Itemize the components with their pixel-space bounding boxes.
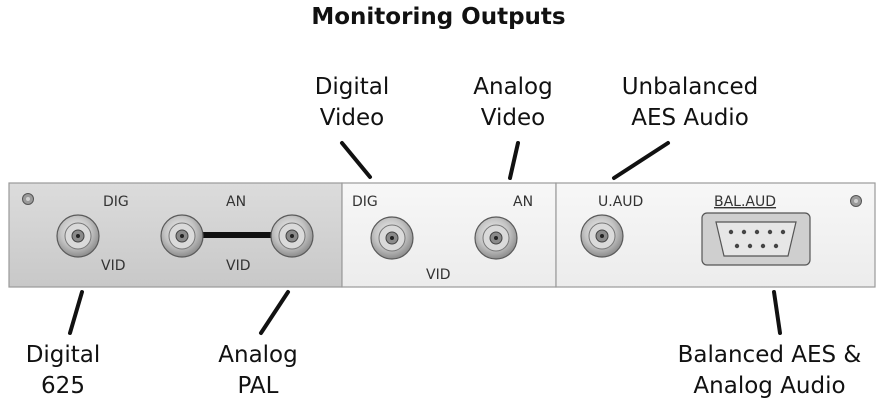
leader-digital-video	[340, 141, 372, 179]
bnc-unbalanced-aes-icon	[580, 214, 624, 258]
callout-analog-video-line1: Analog	[473, 74, 553, 100]
loop-link	[202, 232, 284, 238]
callout-digital-video-line1: Digital	[314, 74, 390, 100]
bnc-digital-625-icon	[56, 214, 100, 258]
callout-digital-video: Digital Video	[287, 72, 417, 134]
callout-balanced-aes-analog-audio: Balanced AES & Analog Audio	[662, 340, 877, 402]
callout-analog-pal: Analog PAL	[198, 340, 318, 402]
callout-digital-625-line1: Digital	[25, 342, 101, 368]
bnc-analog-pal-1-icon	[160, 214, 204, 258]
bnc-analog-pal-2-icon	[270, 214, 314, 258]
label-right-balaud: BAL.AUD	[714, 194, 776, 210]
callout-analog-pal-line2: PAL	[237, 373, 279, 399]
callout-digital-625: Digital 625	[8, 340, 118, 402]
diagram-title: Monitoring Outputs	[311, 4, 566, 30]
callout-unbalanced-line2: AES Audio	[631, 105, 749, 131]
label-middle-an: AN	[513, 194, 533, 210]
leader-unbalanced-aes	[612, 141, 670, 180]
callout-digital-625-line2: 625	[41, 373, 85, 399]
bnc-analog-video-icon	[474, 216, 518, 260]
callout-digital-video-line2: Video	[319, 105, 385, 131]
callout-analog-video: Analog Video	[448, 72, 578, 134]
leader-digital-625	[68, 290, 84, 335]
callout-analog-pal-line1: Analog	[218, 342, 298, 368]
leader-analog-pal	[259, 290, 290, 335]
callout-balanced-line1: Balanced AES &	[677, 342, 862, 368]
db9-balanced-audio-icon	[701, 212, 811, 266]
callout-unbalanced-aes-audio: Unbalanced AES Audio	[605, 72, 775, 134]
label-left-dig: DIG	[103, 194, 129, 210]
label-left-vid-2: VID	[226, 258, 251, 274]
label-middle-vid: VID	[426, 267, 451, 283]
callout-analog-video-line2: Video	[480, 105, 546, 131]
leader-analog-video	[508, 141, 520, 180]
leader-balanced-aes	[772, 290, 782, 335]
label-right-uaud: U.AUD	[598, 194, 643, 210]
callout-balanced-line2: Analog Audio	[693, 373, 846, 399]
label-left-an: AN	[226, 194, 246, 210]
callout-unbalanced-line1: Unbalanced	[621, 74, 759, 100]
bnc-digital-video-icon	[370, 216, 414, 260]
screw-left-icon	[22, 193, 34, 205]
screw-right-icon	[850, 195, 862, 207]
leader-lines	[68, 141, 782, 335]
label-middle-dig: DIG	[352, 194, 378, 210]
label-left-vid-1: VID	[101, 258, 126, 274]
